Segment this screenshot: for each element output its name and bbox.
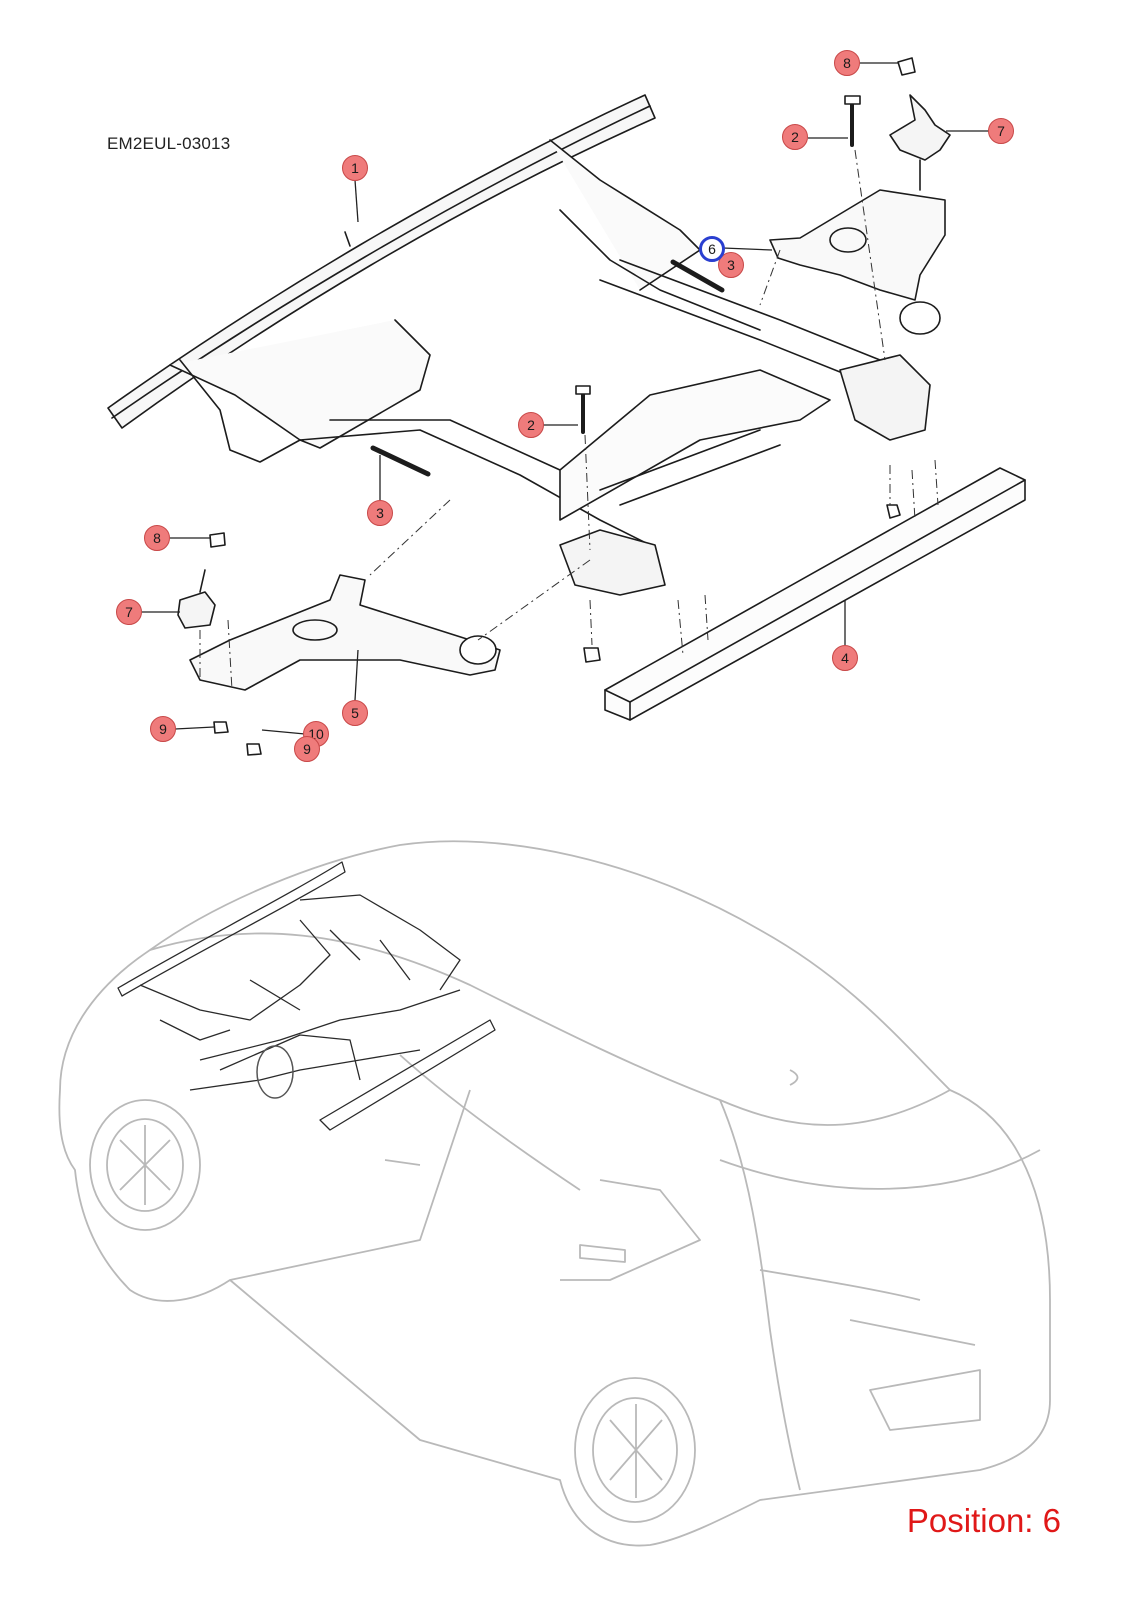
- bolt-front: [370, 445, 431, 477]
- nut-center-low: [583, 647, 601, 663]
- drawing-code: EM2EUL-03013: [107, 134, 231, 153]
- bolt-rear: [670, 259, 725, 293]
- lower-control-arm: [189, 574, 501, 691]
- upper-control-arm: [769, 189, 946, 301]
- callout-9-left[interactable]: 9: [150, 716, 176, 742]
- callout-7-right[interactable]: 7: [988, 118, 1014, 144]
- bumper-beam: [107, 94, 656, 429]
- nut-right-1: [886, 504, 901, 519]
- rear-wheel: [574, 1377, 696, 1523]
- position-label: Position: 6: [906, 1502, 1061, 1539]
- subframe-left-rail: [169, 319, 431, 449]
- nut-upper: [897, 57, 916, 76]
- callout-8-left[interactable]: 8: [144, 525, 170, 551]
- reinforcement-tube: [604, 467, 1026, 721]
- callout-9-right[interactable]: 9: [294, 736, 320, 762]
- callout-7-left[interactable]: 7: [116, 599, 142, 625]
- callout-1[interactable]: 1: [342, 155, 368, 181]
- subframe-center-tube: [559, 369, 831, 521]
- assembly-lines: [199, 149, 939, 691]
- nut-left: [209, 532, 226, 548]
- callout-6-highlighted[interactable]: 6: [699, 236, 725, 262]
- nut-left-low-1: [213, 721, 229, 734]
- nut-left-low-2: [246, 743, 262, 756]
- subframe-right-rail: [549, 139, 701, 291]
- vehicle-highlight-ring: [256, 1045, 294, 1099]
- callout-2-center[interactable]: 2: [518, 412, 544, 438]
- subframe-right-mount: [839, 354, 931, 441]
- subframe-left-mount: [559, 529, 666, 596]
- ball-joint-right: [889, 94, 951, 161]
- ball-joint-left: [177, 591, 216, 629]
- callout-2-upper[interactable]: 2: [782, 124, 808, 150]
- callout-3-front[interactable]: 3: [367, 500, 393, 526]
- vehicle-subframe-sketch: [117, 861, 496, 1131]
- callout-5[interactable]: 5: [342, 700, 368, 726]
- vehicle-outline: [58, 840, 1051, 1547]
- callout-4[interactable]: 4: [832, 645, 858, 671]
- subframe-front-cross: [299, 429, 651, 546]
- leader-lines: [142, 62, 1000, 735]
- front-wheel: [89, 1099, 201, 1231]
- parts-drawing: [107, 57, 1026, 756]
- callout-8-upper[interactable]: 8: [834, 50, 860, 76]
